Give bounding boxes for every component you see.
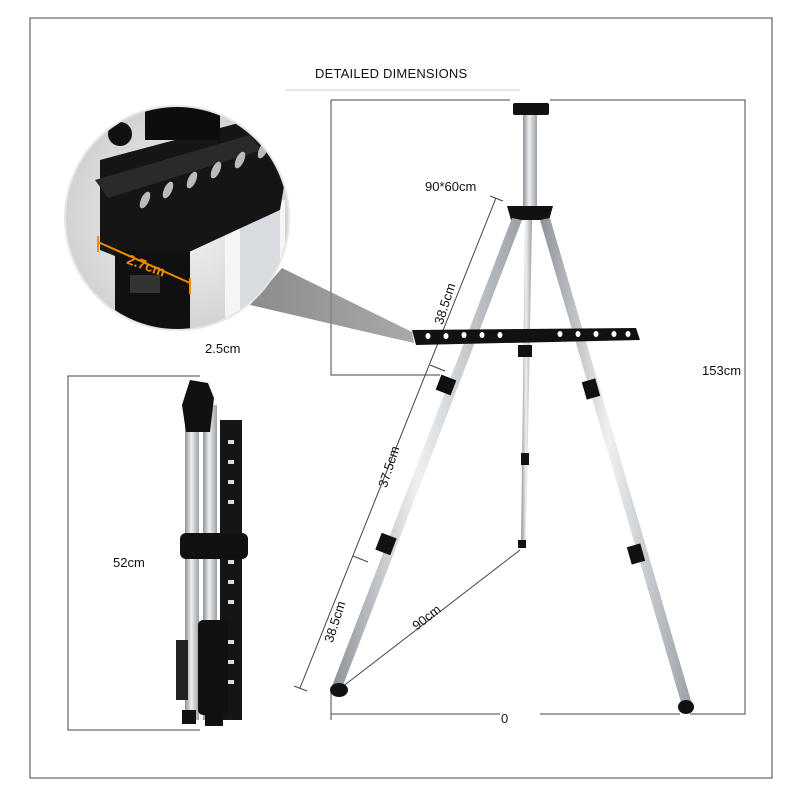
- base-width-label: 0: [501, 711, 509, 726]
- zoom-callout-wedge: [250, 268, 414, 343]
- folded-dimension-box: [67, 375, 200, 731]
- height-dimension-line: [550, 99, 746, 715]
- top-clamp: [513, 103, 549, 115]
- tray-depth-label: 2.5cm: [205, 341, 241, 356]
- outer-frame: [29, 17, 773, 779]
- tray-size-label: 90*60cm: [425, 179, 477, 194]
- spread-dimension-line: [332, 549, 521, 695]
- page-title: DETAILED DIMENSIONS: [315, 66, 468, 81]
- canvas-tray: [412, 328, 640, 345]
- upper-box-line: [330, 100, 440, 376]
- total-height-label: 153cm: [702, 363, 742, 378]
- easel-mast: [523, 112, 537, 210]
- tray-holes: [425, 331, 631, 339]
- zoom-detail: [65, 106, 289, 330]
- easel-head: [507, 206, 553, 220]
- folded-height-label: 52cm: [113, 555, 145, 570]
- back-leg: [521, 220, 532, 545]
- folded-easel: [176, 380, 248, 726]
- right-leg: [540, 218, 692, 706]
- leg-dimension-line: [299, 197, 497, 689]
